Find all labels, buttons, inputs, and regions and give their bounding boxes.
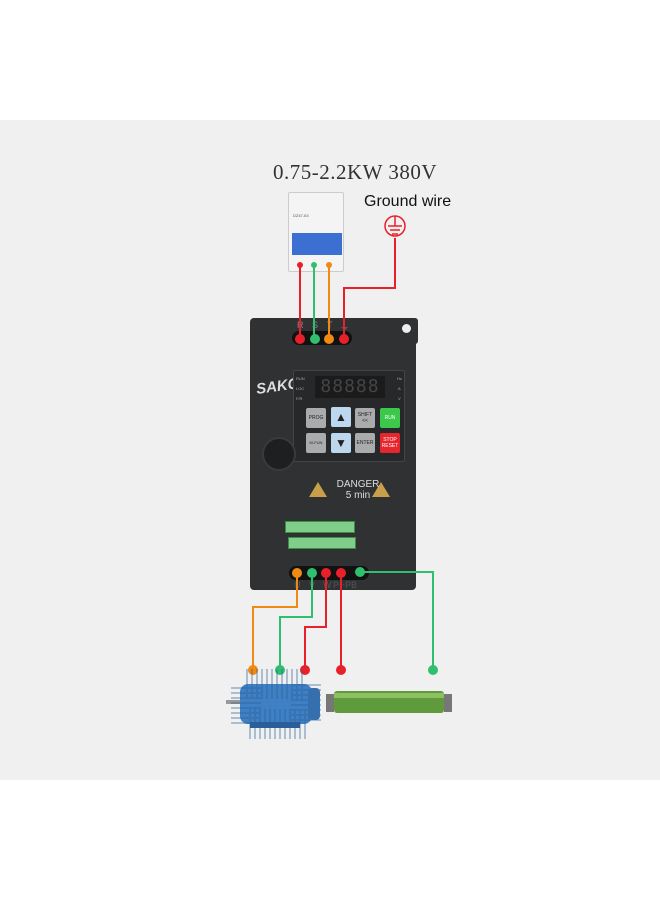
run-button[interactable]: RUN: [380, 408, 400, 428]
wire-pb: [360, 571, 434, 670]
warning-triangle-icon: [309, 482, 327, 497]
m-fun-button[interactable]: M-FUN: [306, 433, 326, 453]
indicator-fr: F/R: [296, 396, 303, 401]
motor-icon: [226, 669, 321, 739]
indicator-run: RUN: [296, 376, 305, 381]
prog-button[interactable]: PROG: [306, 408, 326, 428]
high-voltage-triangle-icon: [372, 482, 390, 497]
up-button[interactable]: ▲: [331, 407, 351, 427]
stop-reset-button[interactable]: STOP RESET: [380, 433, 400, 453]
indicator-a: A: [398, 386, 401, 391]
spec-title: 0.75-2.2KW 380V: [272, 160, 437, 184]
indicator-loc: LOC: [296, 386, 305, 391]
potentiometer-knob[interactable]: [262, 437, 296, 471]
terminal-dots: [248, 262, 438, 675]
wire-w: [304, 573, 327, 670]
indicator-hz: Hz: [397, 376, 402, 381]
terminal-pb: PB: [345, 580, 358, 590]
ground-symbol-icon: [384, 215, 406, 237]
wire-ground: [343, 238, 396, 339]
down-button[interactable]: ▼: [331, 433, 351, 453]
shift-button[interactable]: SHIFT <<: [355, 408, 375, 428]
terminal-w: W: [323, 580, 332, 590]
indicator-v: V: [398, 396, 401, 401]
circuit-breaker: DZ47-63: [288, 192, 344, 272]
control-terminal-block-bottom: [288, 537, 356, 549]
input-terminal-bar: [292, 331, 352, 345]
terminal-s: S: [312, 320, 319, 330]
control-terminal-block-top: [285, 521, 355, 533]
enter-button[interactable]: ENTER: [355, 433, 375, 453]
wire-v: [279, 573, 313, 670]
wire-u: [252, 573, 298, 670]
braking-resistor-icon: [326, 691, 452, 713]
ground-wire-label: Ground wire: [364, 193, 452, 210]
mounting-ear: [390, 318, 418, 344]
led-display: 88888: [315, 376, 385, 398]
terminal-p-plus: P+: [333, 580, 345, 590]
